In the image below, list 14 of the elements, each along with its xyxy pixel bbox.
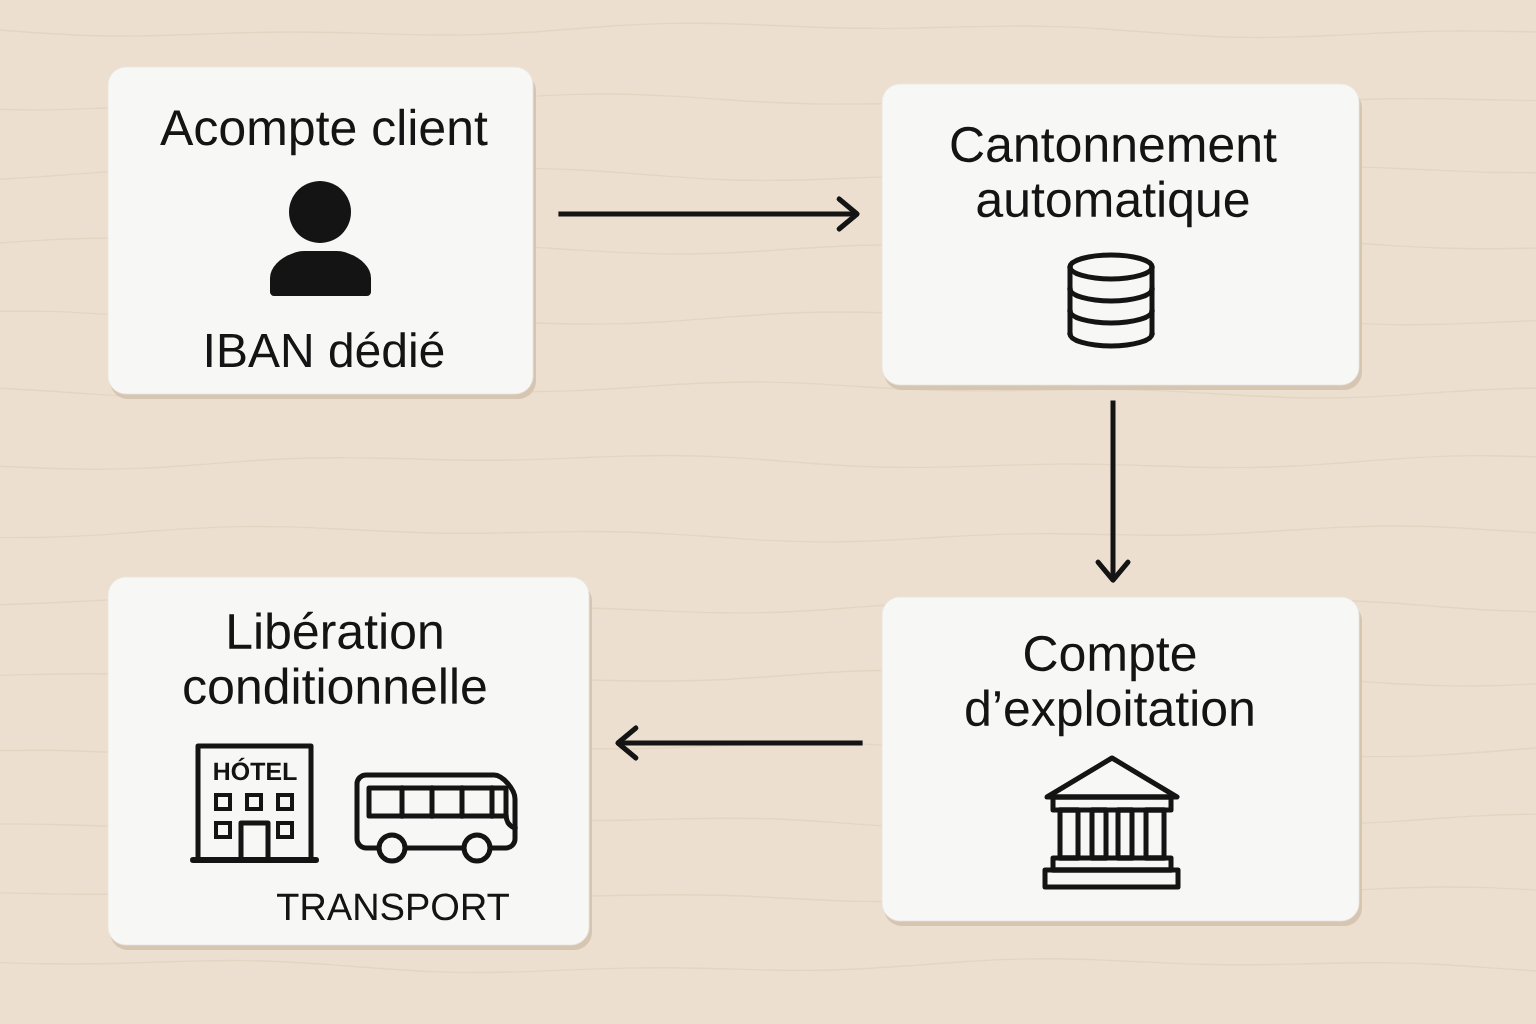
card-title: Cantonnement automatique: [951, 126, 1277, 228]
card: [881, 83, 1362, 390]
card: [881, 596, 1362, 926]
arrow: [615, 725, 863, 761]
sign-text: HÓTEL: [214, 757, 297, 781]
card: [107, 576, 592, 950]
arrow: [1095, 400, 1131, 583]
card-title: Acompte client: [160, 108, 488, 156]
arrow: [558, 196, 860, 232]
card-caption: IBAN dédié: [207, 331, 444, 368]
card: [107, 66, 536, 399]
card-title: Libération conditionnelle: [184, 611, 486, 705]
card-caption: TRANSPORT: [277, 893, 509, 921]
card-title: Compte d’exploitation: [966, 635, 1253, 737]
